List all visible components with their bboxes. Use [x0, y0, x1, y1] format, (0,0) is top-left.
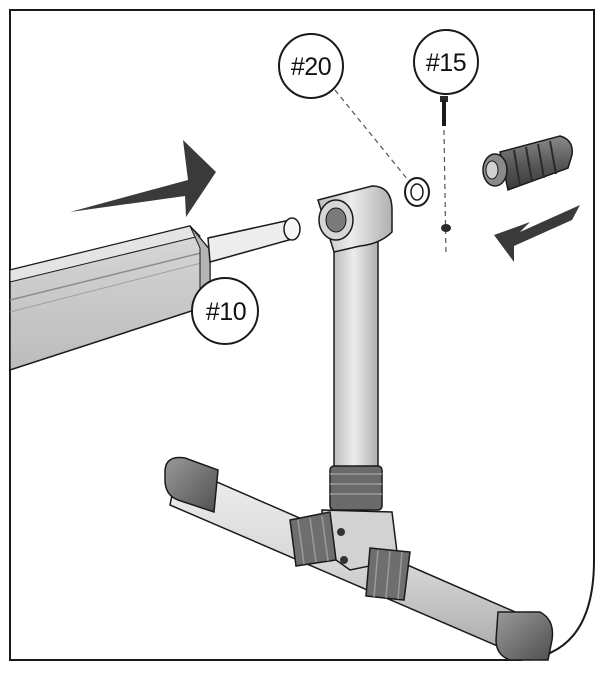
guide-line-15: [443, 129, 447, 256]
callout-label-20: #20: [291, 53, 331, 81]
washer-part-20: [404, 177, 430, 207]
callout-label-15: #15: [426, 49, 466, 77]
grip-end-plug: [482, 135, 573, 192]
callout-part-10: #10: [191, 277, 259, 345]
upright-tube: [317, 185, 393, 511]
nut-icon: [441, 224, 451, 232]
callout-part-15: #15: [413, 29, 479, 95]
rail-beam: [9, 225, 211, 372]
guide-line-20: [334, 89, 409, 181]
callout-label-10: #10: [206, 298, 246, 326]
base-foot-tube: [164, 456, 554, 661]
arrow-right-large: [70, 140, 216, 217]
bolt-part-15: [440, 96, 448, 126]
arrow-down-left: [494, 205, 580, 262]
inner-tube-part-10: [207, 217, 301, 263]
callout-part-20: #20: [278, 33, 344, 99]
